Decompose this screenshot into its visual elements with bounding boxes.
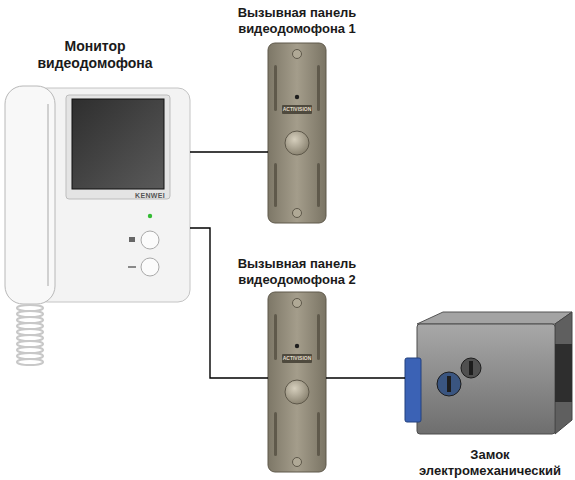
screen (72, 99, 164, 189)
screen-bezel (66, 95, 170, 199)
handset (5, 86, 55, 304)
call-panel-illustration (268, 292, 326, 472)
lock-cylinder (461, 358, 481, 378)
brand-logo: ACTIVISION (282, 355, 312, 362)
led (148, 214, 152, 218)
device-label: Вызывная панель видеодомофона 1 (227, 5, 367, 37)
handset-groove (47, 104, 49, 286)
wire-line (190, 228, 268, 378)
lock-side (555, 312, 572, 434)
wire-connector (326, 378, 405, 379)
lock-plate (405, 358, 421, 422)
device-node: Вызывная панель видеодомофона 1ACTIVISIO… (268, 43, 326, 223)
key-slot (469, 361, 473, 375)
button-icon (128, 266, 136, 268)
button-icon (129, 237, 135, 242)
key-slot (447, 376, 451, 392)
brand-logo: KENWEI (125, 192, 175, 200)
device-label: Монитор видеодомофона (15, 38, 175, 72)
device-label: Вызывная панель видеодомофона 2 (227, 256, 367, 288)
device-label: Замок электромеханический (400, 447, 575, 479)
monitor-illustration (5, 86, 190, 365)
wire-connector (190, 228, 268, 378)
wire-connector (190, 152, 268, 153)
monitor-button (141, 258, 159, 276)
call-panel-illustration (268, 43, 326, 223)
brand-logo: ACTIVISION (282, 106, 312, 113)
lock-body (417, 324, 555, 434)
device-node: Монитор видеодомофонаKENWEI (5, 88, 190, 302)
wire-line (190, 151, 268, 152)
lock-top (417, 312, 572, 324)
cord-coil (17, 359, 43, 365)
device-node: Замок электромеханический (405, 312, 572, 440)
handset-cord (17, 305, 43, 365)
lock-bracket (555, 344, 572, 402)
wire-line (326, 377, 405, 378)
monitor-body (35, 88, 190, 302)
device-node: Вызывная панель видеодомофона 2ACTIVISIO… (268, 292, 326, 472)
lock-illustration (405, 312, 572, 434)
lock-cylinder (437, 372, 461, 396)
monitor-button (141, 231, 159, 249)
